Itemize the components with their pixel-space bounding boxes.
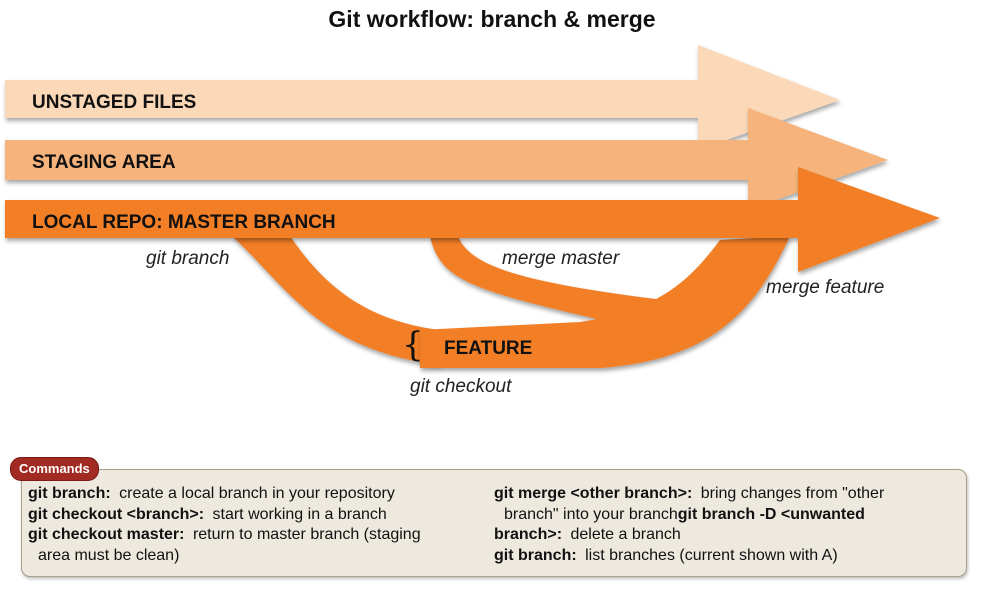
brace-icon: { — [402, 325, 424, 365]
command-row: git branch: create a local branch in you… — [28, 484, 483, 505]
command-desc-continued: area must be clean) — [38, 546, 180, 564]
command-row: git merge <other branch>: bring changes … — [494, 484, 954, 505]
command-desc: create a local branch in your repository — [119, 485, 395, 502]
command-row: git checkout <branch>: start working in … — [28, 505, 483, 526]
lane-label-local-repo: LOCAL REPO: MASTER BRANCH — [32, 212, 336, 233]
diagram-title: Git workflow: branch & merge — [328, 6, 656, 32]
command-row: git checkout master: return to master br… — [28, 525, 483, 546]
staging-arrow — [5, 108, 888, 210]
label-feature: FEATURE — [444, 338, 532, 359]
command-name: git branch: — [28, 485, 111, 502]
commands-left-column: git branch: create a local branch in you… — [28, 484, 483, 566]
merge-master-band — [430, 236, 680, 322]
command-name: git branch: — [494, 546, 577, 564]
commands-tab: Commands — [10, 457, 99, 481]
command-desc: bring changes from "other — [700, 485, 885, 502]
command-name-continued: branch>: — [494, 526, 563, 543]
command-desc-continued: branch" into your branch — [504, 505, 678, 523]
label-merge-master: merge master — [502, 248, 620, 269]
lane-label-staging: STAGING AREA — [32, 152, 176, 173]
command-name: git checkout <branch>: — [28, 505, 205, 523]
git-branch-band — [232, 236, 440, 365]
commands-panel — [21, 469, 967, 577]
command-name: git checkout master: — [28, 526, 185, 543]
command-row: git branch: list branches (current shown… — [494, 546, 954, 567]
label-git-branch: git branch — [146, 248, 229, 269]
command-row: branch>: delete a branch — [494, 525, 954, 546]
master-arrow — [5, 167, 940, 272]
lane-label-unstaged: UNSTAGED FILES — [32, 92, 196, 113]
command-desc: list branches (current shown with A) — [585, 546, 838, 564]
label-git-checkout: git checkout — [410, 376, 512, 397]
unstaged-arrow — [5, 45, 840, 150]
command-desc: return to master branch (staging — [192, 526, 421, 543]
command-name: git branch -D <unwanted — [677, 505, 865, 523]
commands-right-column: git merge <other branch>: bring changes … — [494, 484, 954, 566]
command-name: git merge <other branch>: — [494, 485, 693, 502]
workflow-diagram: UNSTAGED FILES STAGING AREA LOCAL REPO: … — [5, 45, 940, 397]
command-desc: delete a branch — [570, 526, 681, 543]
command-row: branch" into your branchgit branch -D <u… — [494, 505, 954, 526]
feature-band — [420, 236, 790, 368]
command-desc: start working in a branch — [212, 505, 387, 523]
label-merge-feature: merge feature — [766, 277, 884, 298]
